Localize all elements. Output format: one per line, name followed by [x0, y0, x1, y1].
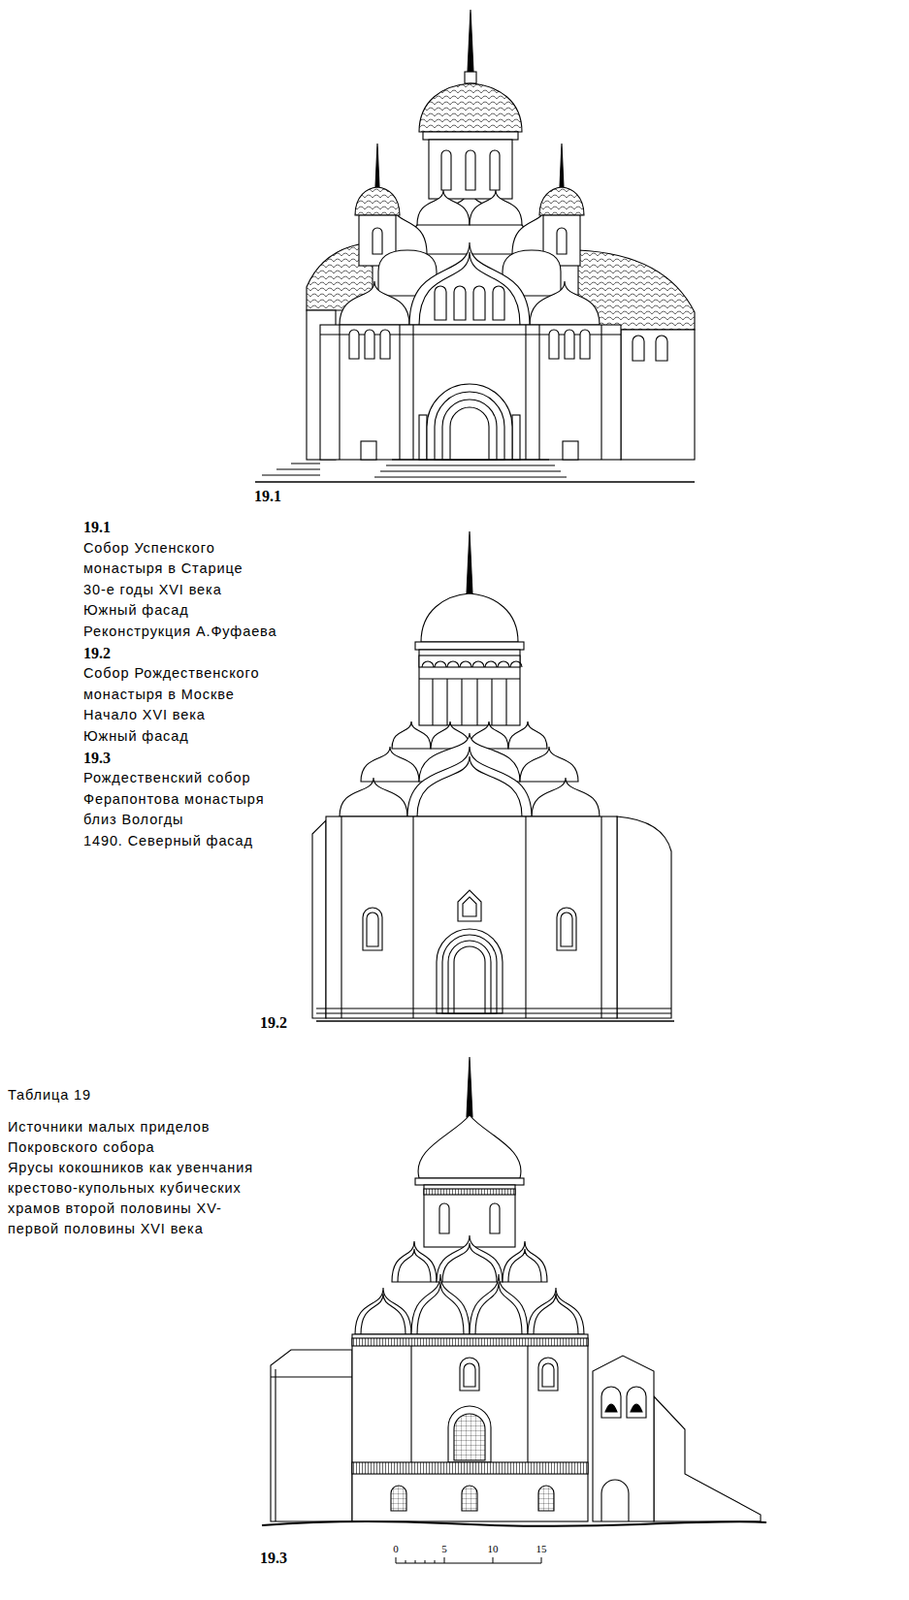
- caption-facade: Южный фасад: [83, 726, 293, 748]
- ferapontov-cathedral: [261, 1057, 767, 1564]
- scale-number: 15: [536, 1543, 548, 1556]
- caption-date: Начало XVI века: [83, 705, 293, 727]
- caption-number: 19.2: [83, 643, 293, 665]
- table-subtitle: Ярусы кокошников как увенчания крестово-…: [7, 1158, 272, 1240]
- scale-number: 5: [441, 1543, 448, 1556]
- figure-number: 19.2: [259, 1014, 288, 1033]
- caption-column: 19.1Собор Успенского монастыря в Старице…: [83, 517, 293, 853]
- table-caption-column: Источники малых приделов Покровского соб…: [7, 1117, 272, 1240]
- caption-credit: Реконструкция А.Фуфаева: [83, 621, 293, 644]
- table-title: Источники малых приделов Покровского соб…: [7, 1117, 272, 1159]
- caption-number: 19.1: [83, 517, 293, 539]
- figure-number: 19.1: [254, 487, 282, 506]
- caption-date: 1490. Северный фасад: [83, 831, 293, 853]
- figure-number: 19.3: [259, 1550, 288, 1568]
- caption-text: Собор Успенского монастыря в Старице: [83, 538, 293, 581]
- caption-facade: Южный фасад: [83, 600, 293, 622]
- scale-number: 0: [392, 1543, 399, 1556]
- caption-number: 19.3: [83, 747, 293, 770]
- caption-text: Собор Рождественского монастыря в Москве: [83, 663, 293, 706]
- caption-text: Рождественский собор Ферапонтова монасты…: [83, 768, 293, 832]
- scale-number: 10: [487, 1543, 499, 1556]
- table-number: Таблица 19: [7, 1086, 92, 1104]
- uspensky-cathedral: [255, 9, 695, 483]
- rozhdestvensky-cathedral-moscow: [312, 531, 675, 1022]
- caption-date: 30-е годы XVI века: [83, 580, 293, 602]
